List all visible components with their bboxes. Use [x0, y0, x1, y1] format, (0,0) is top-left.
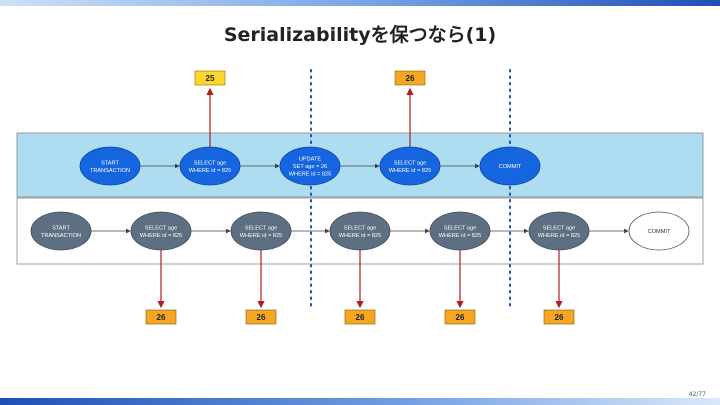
lower-node-shape: [30, 211, 92, 251]
value-box: [145, 309, 177, 325]
lower-node-label: SELECT age: [444, 225, 477, 231]
value-label: 26: [406, 74, 415, 83]
upper-node-label: TRANSACTION: [90, 168, 130, 174]
upper-node-label: WHERE id = 825: [189, 168, 231, 174]
value-label: 25: [206, 74, 215, 83]
lower-node-label: WHERE id = 825: [140, 233, 182, 239]
lower-result-2: 26: [245, 250, 277, 325]
lower-node-label: WHERE id = 825: [240, 233, 282, 239]
page-number: 42/77: [688, 391, 706, 398]
lower-result-3: 26: [344, 250, 376, 325]
lower-node-label: SELECT age: [543, 225, 576, 231]
top-accent-bar: [0, 0, 720, 6]
upper-node-label: UPDATE: [299, 157, 322, 163]
lower-node-label: SELECT age: [145, 225, 178, 231]
value-label: 26: [456, 313, 465, 322]
value-box: [194, 70, 226, 86]
slide-title: Serializabilityを保つなら(1): [223, 24, 497, 46]
value-box: [543, 309, 575, 325]
upper-node-label: SELECT age: [394, 160, 427, 166]
lower-result-1: 26: [145, 250, 177, 325]
lower-node-label: TRANSACTION: [41, 233, 81, 239]
lower-node-label: COMMIT: [648, 229, 671, 235]
upper-node-shape: [279, 146, 341, 186]
value-box: [394, 70, 426, 86]
lower-result-4: 26: [444, 250, 476, 325]
upper-node-label: SELECT age: [194, 160, 227, 166]
upper-node-label: SET age = 26: [293, 164, 327, 170]
lower-node-label: SELECT age: [245, 225, 278, 231]
lower-node-label: SELECT age: [344, 225, 377, 231]
lower-node-label: WHERE id = 825: [538, 233, 580, 239]
value-box: [245, 309, 277, 325]
upper-node-shape: [79, 146, 141, 186]
upper-result-2: 26: [394, 70, 426, 147]
lower-node-label: WHERE id = 825: [339, 233, 381, 239]
value-label: 26: [257, 313, 266, 322]
lower-node-7: COMMIT: [628, 211, 690, 251]
value-label: 26: [157, 313, 166, 322]
value-label: 26: [356, 313, 365, 322]
lower-node-label: WHERE id = 825: [439, 233, 481, 239]
upper-node-1: START TRANSACTION: [79, 146, 141, 186]
upper-node-shape: [479, 146, 541, 186]
upper-node-label: START: [101, 160, 119, 166]
value-box: [444, 309, 476, 325]
upper-node-label: COMMIT: [499, 164, 522, 170]
value-box: [344, 309, 376, 325]
lower-result-5: 26: [543, 250, 575, 325]
lower-node-1: START TRANSACTION: [30, 211, 92, 251]
bottom-accent-bar: [0, 398, 720, 405]
lower-node-shape: [628, 211, 690, 251]
value-label: 26: [555, 313, 564, 322]
upper-result-1: 25: [194, 70, 226, 147]
lower-node-label: START: [52, 225, 70, 231]
upper-node-5: COMMIT: [479, 146, 541, 186]
upper-node-label: WHERE id = 825: [389, 168, 431, 174]
upper-node-label: WHERE id = 825: [289, 172, 331, 178]
